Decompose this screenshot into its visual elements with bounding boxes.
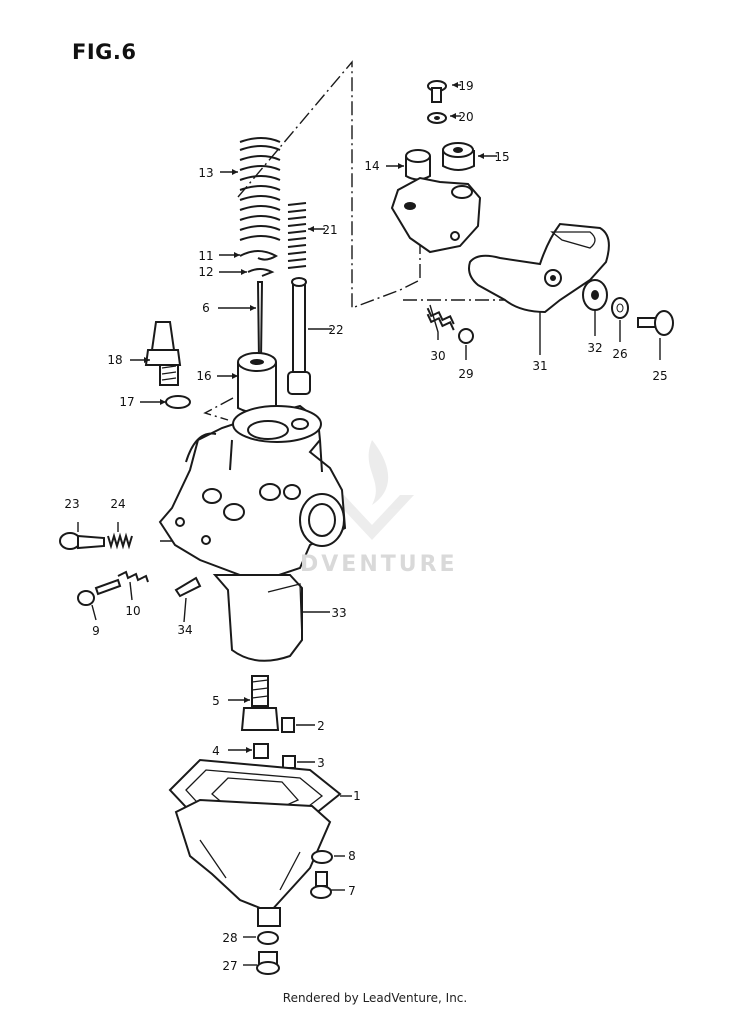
part-5-needle-jet — [240, 675, 280, 731]
callout-17: 17 — [119, 395, 134, 409]
callout-9: 9 — [92, 624, 100, 638]
callout-4: 4 — [212, 744, 220, 758]
part-25-screw — [637, 310, 674, 336]
part-28-washer — [257, 931, 279, 945]
part-19-screw — [427, 80, 447, 103]
callout-20: 20 — [458, 110, 473, 124]
callout-26: 26 — [612, 347, 627, 361]
part-22-choke-plunger — [287, 277, 311, 395]
part-10-spring — [117, 570, 149, 583]
callout-34: 34 — [177, 623, 192, 637]
part-31-lever — [468, 222, 610, 314]
part-33-guard — [212, 574, 303, 662]
part-choke-body — [390, 176, 482, 254]
part-15-cap — [442, 142, 475, 171]
watermark-logo — [330, 440, 414, 540]
callout-16: 16 — [196, 369, 211, 383]
callout-7: 7 — [348, 884, 356, 898]
part-26-clip — [611, 297, 629, 319]
callout-28: 28 — [222, 931, 237, 945]
callout-3: 3 — [317, 756, 325, 770]
part-34-pin — [174, 576, 202, 598]
callout-14: 14 — [364, 159, 379, 173]
callout-15: 15 — [494, 150, 509, 164]
leader-arrowheads — [144, 82, 484, 753]
part-16-throttle-valve — [237, 352, 277, 414]
callout-19: 19 — [458, 79, 473, 93]
callout-5: 5 — [212, 694, 220, 708]
part-32-washer — [582, 279, 608, 311]
callout-33: 33 — [331, 606, 346, 620]
part-18-fuel-nipple — [144, 321, 182, 386]
callout-24: 24 — [110, 497, 125, 511]
part-9-screw — [77, 578, 122, 606]
part-carburetor-body — [158, 404, 347, 580]
part-4-main-jet — [253, 743, 269, 759]
callout-8: 8 — [348, 849, 356, 863]
part-17-o-ring — [165, 395, 191, 409]
callout-12: 12 — [198, 265, 213, 279]
callout-10: 10 — [125, 604, 140, 618]
part-13-spring — [239, 137, 281, 241]
footer-credit: Rendered by LeadVenture, Inc. — [282, 991, 468, 1005]
callout-30: 30 — [430, 349, 445, 363]
part-11-clip — [239, 250, 279, 261]
part-6-needle — [256, 281, 264, 361]
figure-title: FIG.6 — [72, 40, 137, 64]
part-29-ball — [458, 328, 474, 344]
part-20-washer — [427, 112, 447, 124]
part-21-spring — [287, 202, 307, 269]
part-23-screw — [59, 532, 105, 550]
part-8-washer — [311, 850, 333, 864]
part-30-spring — [426, 307, 455, 331]
callout-23: 23 — [64, 497, 79, 511]
part-24-spring — [107, 532, 133, 550]
callout-25: 25 — [652, 369, 667, 383]
callout-6: 6 — [202, 301, 210, 315]
part-3-plug — [282, 755, 296, 769]
part-float-bowl — [174, 798, 332, 927]
callout-1: 1 — [353, 789, 361, 803]
callout-2: 2 — [317, 719, 325, 733]
part-7-screw — [310, 871, 332, 899]
part-2-pilot-jet — [281, 717, 295, 733]
callout-21: 21 — [322, 223, 337, 237]
callout-11: 11 — [198, 249, 213, 263]
callout-29: 29 — [458, 367, 473, 381]
callout-27: 27 — [222, 959, 237, 973]
callout-18: 18 — [107, 353, 122, 367]
callout-31: 31 — [532, 359, 547, 373]
callout-13: 13 — [198, 166, 213, 180]
part-14-cap — [405, 149, 431, 181]
part-12-clip — [247, 268, 275, 277]
watermark: DVENTURE — [300, 552, 458, 577]
part-27-drain-plug — [256, 951, 280, 975]
callout-22: 22 — [328, 323, 343, 337]
callout-32: 32 — [587, 341, 602, 355]
